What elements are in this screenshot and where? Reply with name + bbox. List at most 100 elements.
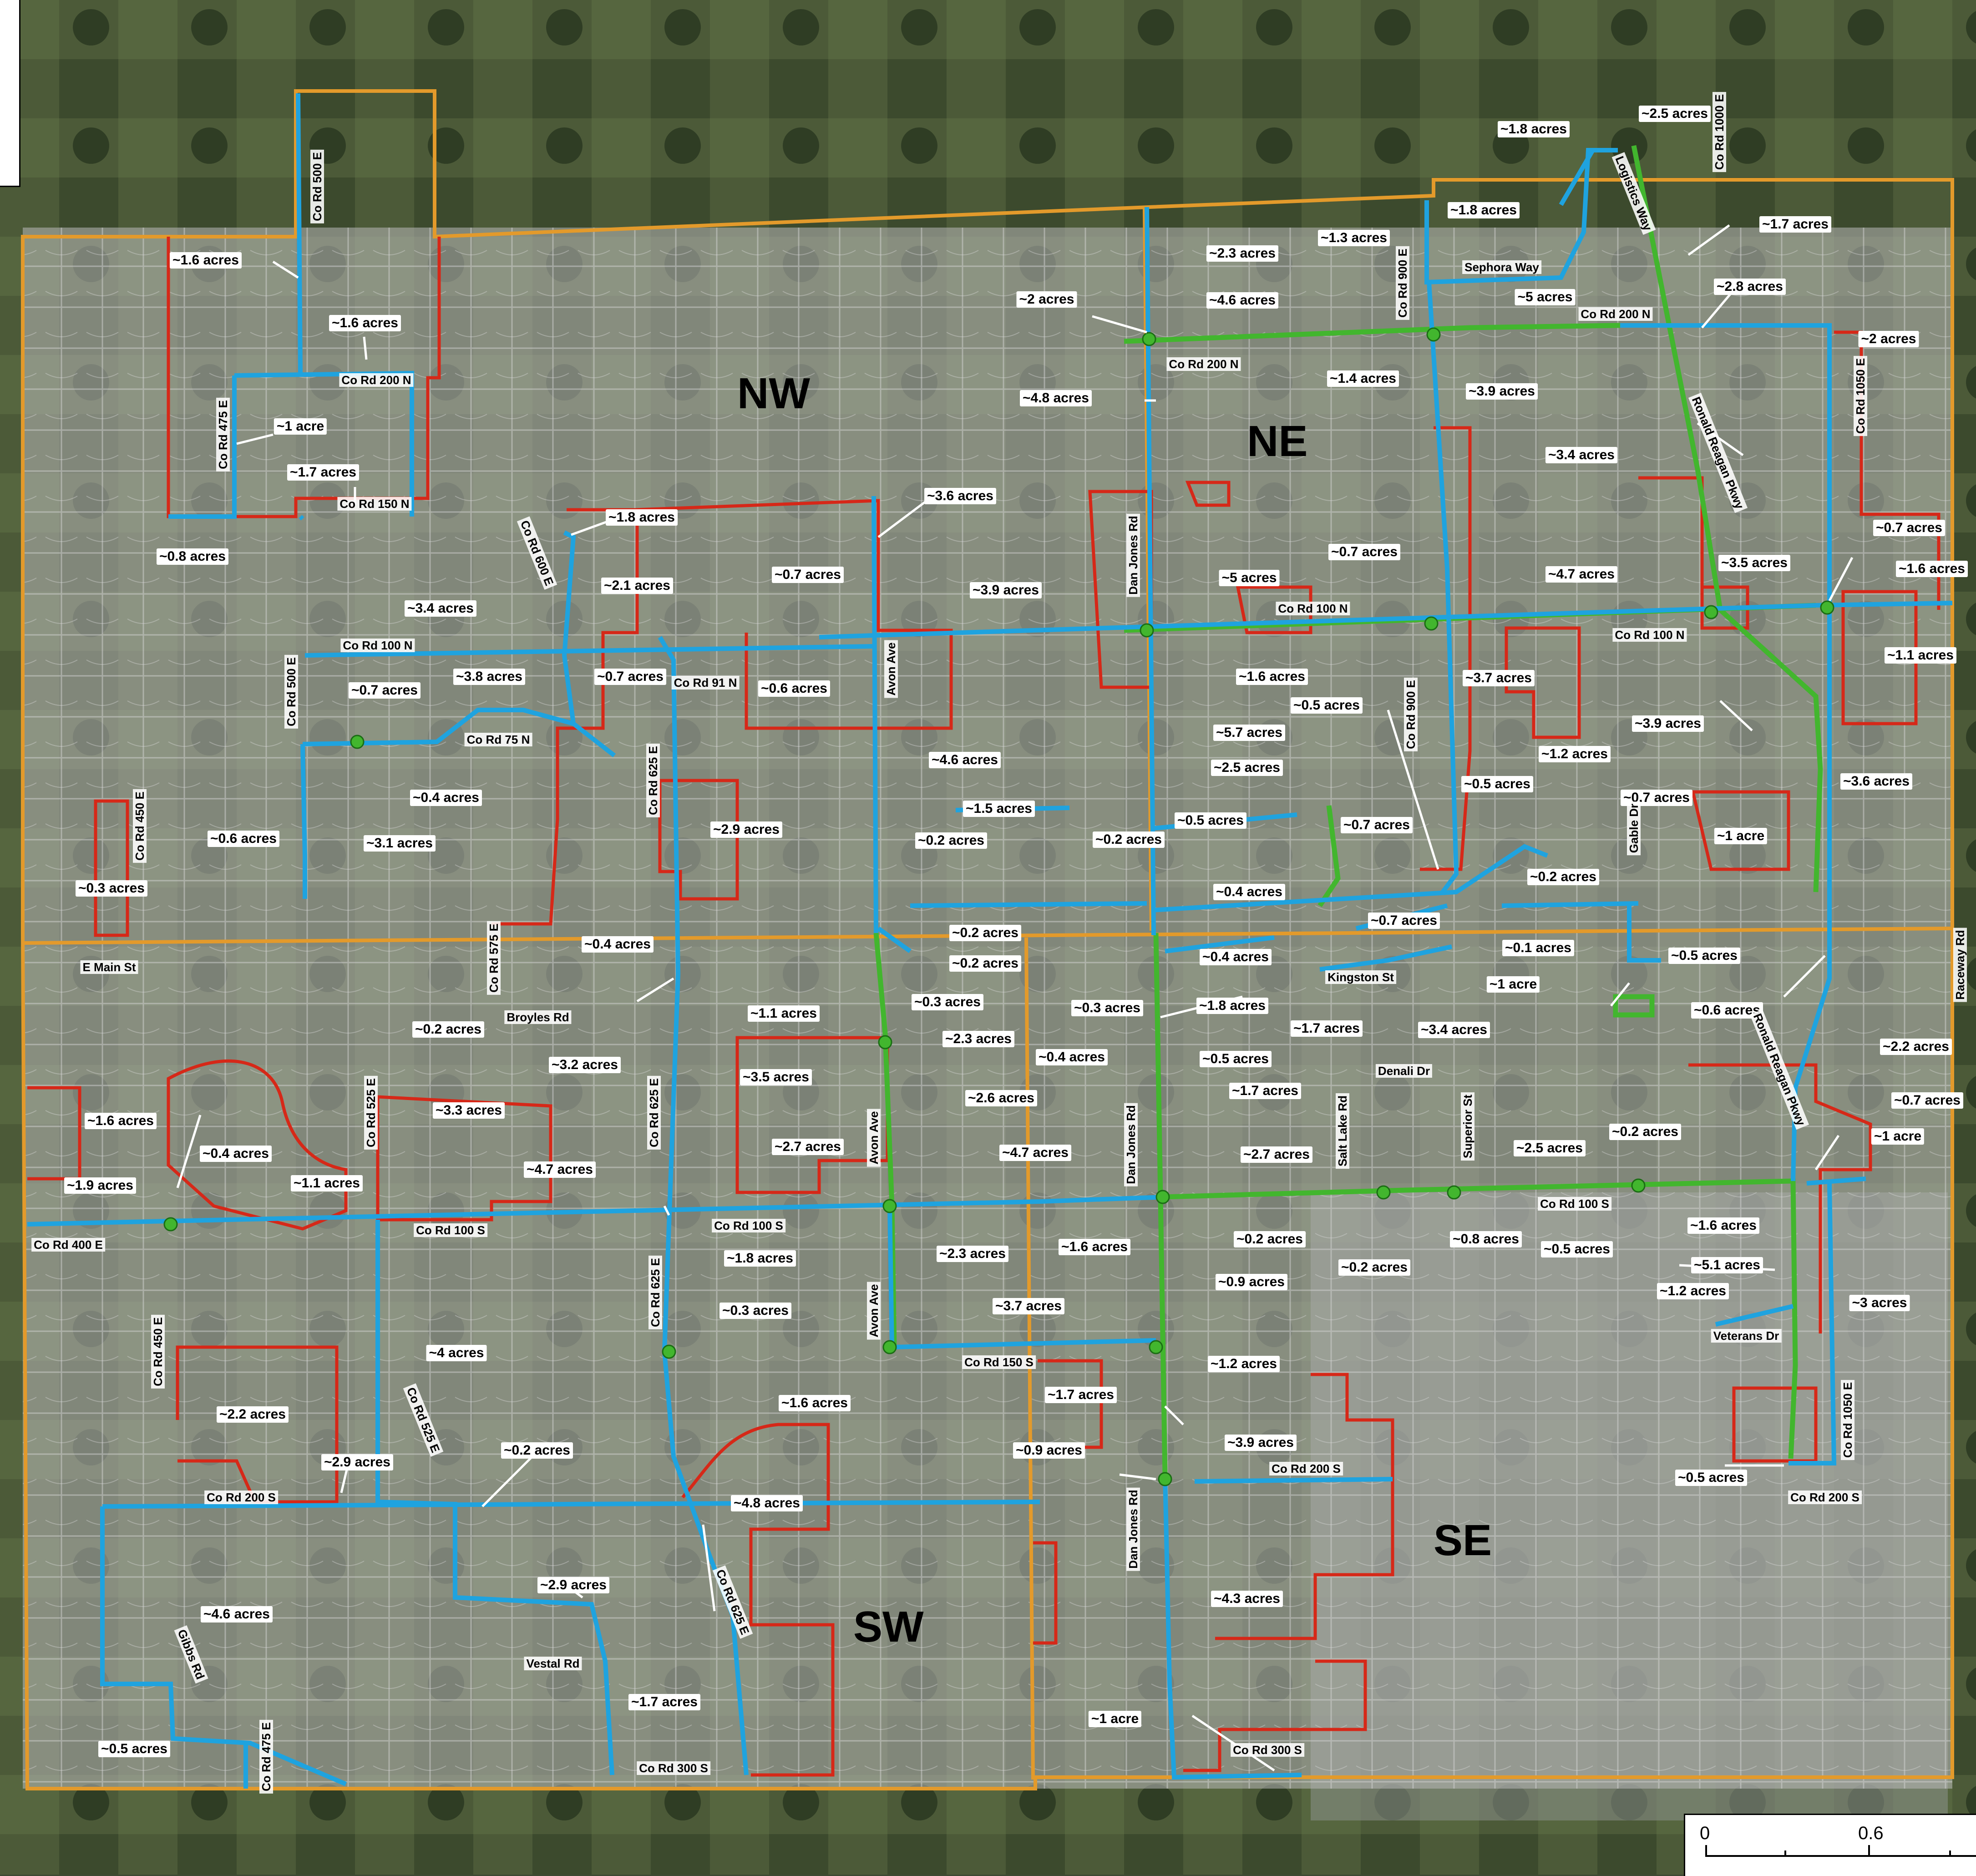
road-label: Co Rd 150 S	[962, 1355, 1036, 1369]
acreage-callout: ~1.8 acres	[1498, 121, 1570, 137]
road-label: Co Rd 200 S	[1269, 1462, 1343, 1475]
acreage-callout: ~5 acres	[1219, 570, 1280, 586]
acreage-callout: ~2 acres	[1858, 331, 1919, 347]
scale-label-start: 0	[1700, 1823, 1710, 1843]
acreage-callout: ~3.2 acres	[549, 1057, 621, 1073]
road-label: Sephora Way	[1462, 260, 1541, 274]
acreage-callout: ~0.7 acres	[772, 567, 844, 583]
acreage-callout: ~1.7 acres	[1045, 1387, 1117, 1403]
acreage-callout: ~0.7 acres	[594, 669, 666, 685]
acreage-callout: ~0.5 acres	[1668, 948, 1740, 964]
acreage-callout: ~0.2 acres	[949, 955, 1021, 972]
acreage-callout: ~5.7 acres	[1213, 725, 1285, 741]
road-label: Co Rd 1050 E	[1854, 355, 1867, 436]
acreage-callout: ~1.8 acres	[1196, 998, 1268, 1014]
acreage-callout: ~0.6 acres	[208, 831, 279, 847]
road-label: Co Rd 625 E	[647, 1076, 661, 1150]
acreage-callout: ~0.2 acres	[412, 1021, 484, 1038]
road-label: Co Rd 1000 E	[1713, 91, 1726, 172]
acreage-callout: ~1.2 acres	[1539, 746, 1611, 762]
acreage-callout: ~0.2 acres	[1527, 869, 1599, 885]
road-label: Co Rd 475 E	[216, 398, 230, 472]
acreage-callout: ~2.8 acres	[1714, 279, 1786, 295]
scale-tick	[1784, 1851, 1786, 1856]
acreage-callout: ~0.4 acres	[200, 1146, 272, 1162]
acreage-callout: ~1.6 acres	[1687, 1217, 1759, 1234]
acreage-callout: ~3.6 acres	[924, 488, 996, 504]
acreage-callout: ~0.7 acres	[349, 682, 421, 699]
acreage-callout: ~1 acre	[1714, 828, 1768, 844]
acreage-callout: ~0.4 acres	[582, 936, 654, 953]
road-label: Co Rd 400 E	[31, 1238, 105, 1252]
acreage-callout: ~4.7 acres	[524, 1161, 596, 1178]
acreage-callout: ~0.2 acres	[915, 832, 987, 849]
road-label: Co Rd 100 S	[1538, 1197, 1611, 1211]
acreage-callout: ~0.5 acres	[1200, 1051, 1272, 1067]
acreage-callout: ~3 acres	[1849, 1295, 1910, 1311]
acreage-callout: ~2.6 acres	[965, 1090, 1037, 1106]
acreage-callout: ~1.2 acres	[1208, 1356, 1280, 1372]
acreage-callout: ~1.8 acres	[606, 509, 678, 526]
acreage-callout: ~1.5 acres	[963, 801, 1035, 817]
acreage-callout: ~0.5 acres	[1461, 776, 1533, 792]
scale-label-mid: 0.6	[1858, 1823, 1884, 1843]
acreage-callout: ~4.6 acres	[201, 1606, 273, 1622]
acreage-callout: ~1.7 acres	[1759, 216, 1831, 233]
acreage-callout: ~1.6 acres	[779, 1395, 851, 1411]
road-label: Vestal Rd	[524, 1657, 582, 1670]
acreage-callout: ~0.8 acres	[1450, 1231, 1522, 1247]
acreage-callout: ~1 acre	[1088, 1711, 1142, 1727]
acreage-callout: ~1.6 acres	[85, 1113, 157, 1129]
road-label: Dan Jones Rd	[1126, 1487, 1140, 1571]
acreage-callout: ~4.8 acres	[731, 1495, 803, 1511]
acreage-callout: ~1.6 acres	[329, 315, 401, 331]
acreage-callout: ~0.2 acres	[1234, 1231, 1306, 1247]
acreage-callout: ~1.7 acres	[628, 1694, 700, 1710]
acreage-callout: ~1.2 acres	[1657, 1283, 1729, 1299]
scale-bar: 0 0.6	[1684, 1814, 1976, 1876]
road-label: Salt Lake Rd	[1336, 1093, 1349, 1169]
acreage-callout: ~0.6 acres	[758, 680, 830, 697]
road-label: Co Rd 450 E	[151, 1315, 165, 1389]
acreage-callout: ~0.7 acres	[1341, 817, 1413, 833]
acreage-callout: ~0.2 acres	[1093, 832, 1165, 848]
acreage-callout: ~5.1 acres	[1691, 1257, 1763, 1273]
street-texture	[23, 228, 1952, 1789]
acreage-callout: ~1 acre	[1871, 1128, 1925, 1145]
acreage-callout: ~0.9 acres	[1216, 1274, 1287, 1290]
acreage-callout: ~3.5 acres	[1718, 555, 1790, 571]
acreage-callout: ~2.9 acres	[537, 1577, 609, 1593]
acreage-callout: ~3.6 acres	[1840, 773, 1912, 790]
acreage-callout: ~0.5 acres	[1541, 1241, 1613, 1257]
scale-tick	[1949, 1851, 1951, 1856]
acreage-callout: ~3.3 acres	[433, 1102, 505, 1119]
road-label: Co Rd 100 S	[712, 1219, 785, 1232]
road-label: Co Rd 625 E	[646, 744, 660, 817]
road-label: Co Rd 200 S	[1788, 1491, 1862, 1504]
acreage-callout: ~3.4 acres	[1545, 447, 1617, 463]
road-label: Co Rd 900 E	[1404, 678, 1418, 751]
acreage-callout: ~5 acres	[1515, 289, 1576, 305]
acreage-callout: ~1.6 acres	[1896, 561, 1968, 577]
acreage-callout: ~2.7 acres	[772, 1139, 844, 1155]
acreage-callout: ~4.3 acres	[1211, 1591, 1283, 1607]
acreage-callout: ~1.6 acres	[1236, 669, 1308, 685]
road-label: Co Rd 575 E	[487, 921, 501, 995]
acreage-callout: ~0.4 acres	[1200, 949, 1272, 965]
acreage-callout: ~1.4 acres	[1327, 370, 1399, 387]
road-label: Co Rd 100 N	[340, 639, 415, 652]
road-label: Superior St	[1461, 1092, 1474, 1161]
intersection-nodes	[163, 327, 1834, 1486]
quadrant-label-se: SE	[1434, 1516, 1492, 1565]
acreage-callout: ~0.2 acres	[1338, 1259, 1410, 1276]
road-label: Avon Ave	[867, 1109, 881, 1167]
road-label: Kingston St	[1325, 970, 1396, 984]
acreage-callout: ~0.2 acres	[949, 925, 1021, 941]
acreage-callout: ~4 acres	[426, 1345, 487, 1361]
acreage-callout: ~0.1 acres	[1502, 940, 1574, 956]
acreage-callout: ~1.8 acres	[1448, 202, 1520, 218]
road-label: Denali Dr	[1375, 1064, 1433, 1078]
acreage-callout: ~0.5 acres	[1175, 812, 1246, 829]
acreage-callout: ~3.4 acres	[405, 600, 476, 617]
road-label: Co Rd 100 N	[1276, 602, 1350, 615]
